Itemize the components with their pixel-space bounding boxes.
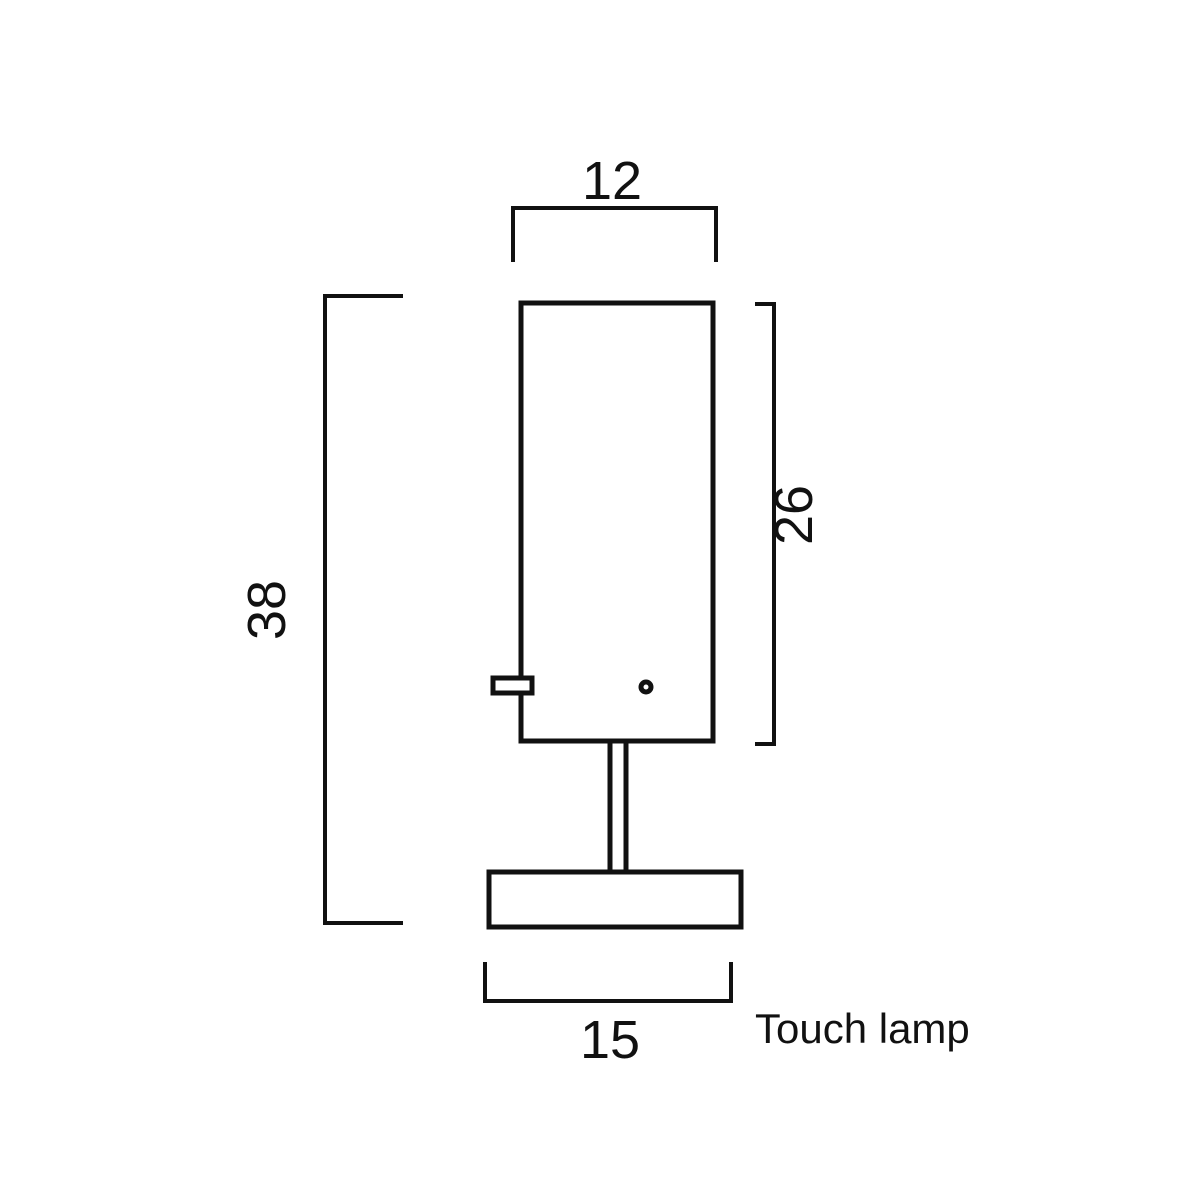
dimension-bracket-line-top <box>511 206 718 262</box>
dimension-bracket-overall-height <box>323 294 403 925</box>
drawing-caption: Touch lamp <box>755 1005 970 1052</box>
dimension-bracket-line-right <box>755 302 776 746</box>
lamp-base <box>486 869 744 930</box>
lamp-shade-body <box>518 300 716 744</box>
dimension-bracket-line-bottom <box>483 962 733 1003</box>
side-switch <box>490 675 535 696</box>
dimension-bracket-shade-height <box>755 302 776 746</box>
dimension-label-base-width: 15 <box>580 1010 640 1070</box>
dimension-bracket-base-width <box>483 962 733 1003</box>
dimension-bracket-line-left <box>323 294 403 925</box>
dimension-label-shade-height: 26 <box>764 485 824 545</box>
dimension-label-overall-height: 38 <box>237 580 297 640</box>
dimension-bracket-shade-width <box>511 206 718 262</box>
dimension-label-shade-width: 12 <box>582 151 642 211</box>
touch-sensor-dot <box>638 679 654 695</box>
lamp-stem <box>607 741 629 874</box>
